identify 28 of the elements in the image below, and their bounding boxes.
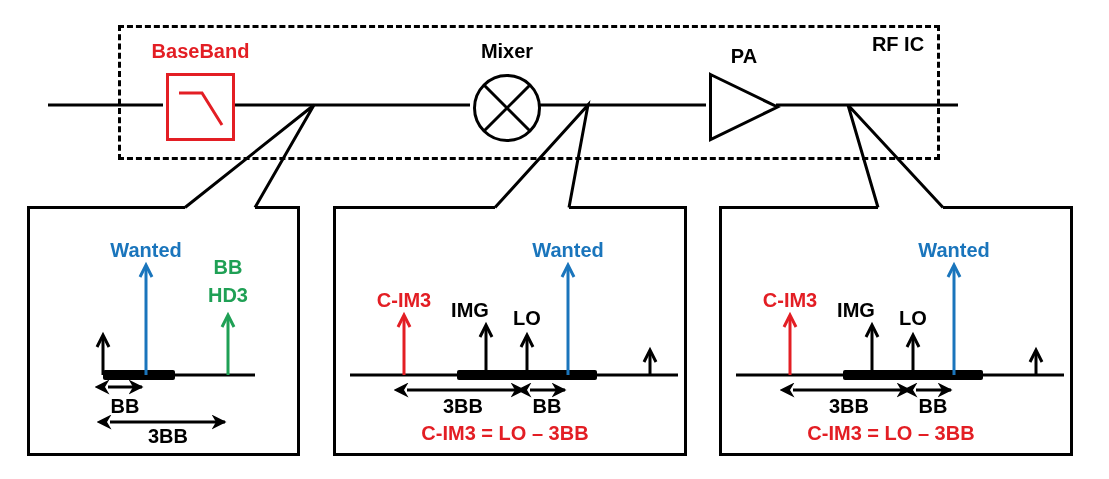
signal-label: C-IM3 — [762, 288, 818, 312]
chip-boundary — [118, 25, 940, 160]
dimension-label: BB — [918, 394, 948, 418]
block-label: RF IC — [871, 32, 925, 56]
dimension-label: 3BB — [148, 424, 188, 448]
dimension-label: 3BB — [443, 394, 483, 418]
block-label: Mixer — [480, 39, 534, 63]
signal-label: Wanted — [532, 238, 604, 262]
callout-wedge — [493, 100, 591, 209]
signal-line — [776, 103, 958, 107]
block-label: PA — [730, 44, 758, 68]
callout-wedge — [184, 103, 316, 209]
equation-text: C-IM3 = LO – 3BB — [421, 421, 589, 445]
signal-label: BB HD3 — [207, 255, 249, 308]
dimension-label: BB — [110, 394, 140, 418]
dimension-label: BB — [532, 394, 562, 418]
signal-label: Wanted — [110, 238, 182, 262]
block-label: BaseBand — [151, 39, 250, 63]
signal-label: LO — [513, 306, 541, 330]
equation-text: C-IM3 = LO – 3BB — [807, 421, 975, 445]
signal-label: Wanted — [918, 238, 990, 262]
signal-line — [48, 103, 163, 107]
dimension-label: 3BB — [829, 394, 869, 418]
signal-label: C-IM3 — [376, 288, 432, 312]
callout-wedge — [846, 103, 945, 209]
signal-label: LO — [899, 306, 927, 330]
signal-label: IMG — [837, 298, 875, 322]
signal-label: IMG — [451, 298, 489, 322]
